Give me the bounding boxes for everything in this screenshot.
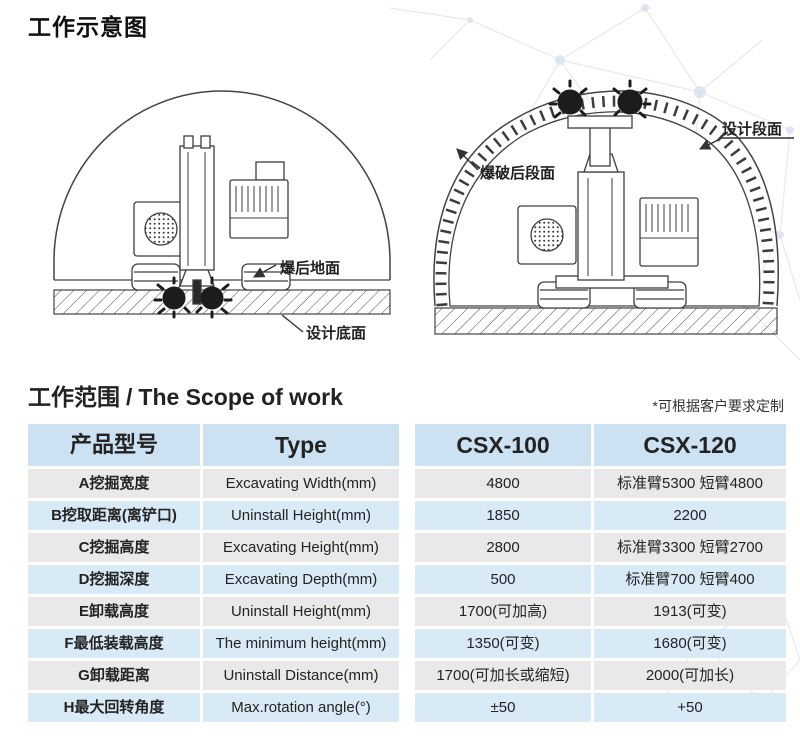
table-cell-csx100: 500 bbox=[415, 565, 591, 594]
vertical-mast bbox=[577, 171, 625, 281]
section-title: 工作范围/The Scope of work bbox=[28, 378, 343, 412]
raised-boom bbox=[589, 125, 611, 167]
table-cell-param-zh: F最低装载高度 bbox=[28, 629, 200, 658]
label-design-bottom: 设计底面 bbox=[306, 324, 366, 342]
table-cell-param-en: Uninstall Distance(mm) bbox=[203, 661, 399, 690]
table-cell-param-zh: G卸载距离 bbox=[28, 661, 200, 690]
table-cell-param-en: The minimum height(mm) bbox=[203, 629, 399, 658]
table-cell-csx100: 1850 bbox=[415, 501, 591, 530]
table-cell-param-zh: B挖取距离(离铲口) bbox=[28, 501, 200, 530]
cooling-fan-icon bbox=[530, 218, 564, 252]
table-cell-param-en: Uninstall Height(mm) bbox=[203, 501, 399, 530]
table-cell-param-zh: H最大回转角度 bbox=[28, 693, 200, 722]
roadheader-machine bbox=[131, 135, 291, 305]
column-gap-spacer bbox=[402, 533, 412, 562]
section-title-en: The Scope of work bbox=[138, 384, 343, 410]
left-crawler-track bbox=[131, 263, 181, 291]
table-cell-param-en: Uninstall Height(mm) bbox=[203, 597, 399, 626]
table-header-row: 产品型号 Type CSX-100 CSX-120 bbox=[28, 424, 786, 466]
table-cell-csx120: 2200 bbox=[594, 501, 786, 530]
design-section-line bbox=[433, 90, 779, 307]
customization-note: *可根据客户要求定制 bbox=[652, 398, 784, 414]
label-section-after-blast: 爆破后段面 bbox=[480, 164, 555, 182]
column-gap-spacer bbox=[402, 501, 412, 530]
column-header-csx120: CSX-120 bbox=[594, 424, 786, 466]
table-cell-csx120: 标准臂3300 短臂2700 bbox=[594, 533, 786, 562]
cutter-boom bbox=[179, 269, 215, 287]
table-cell-param-en: Excavating Height(mm) bbox=[203, 533, 399, 562]
cutter-drums bbox=[153, 276, 233, 319]
table-cell-param-en: Excavating Depth(mm) bbox=[203, 565, 399, 594]
table-cell-param-en: Max.rotation angle(°) bbox=[203, 693, 399, 722]
column-gap-spacer bbox=[402, 565, 412, 594]
table-cell-param-zh: A挖掘宽度 bbox=[28, 469, 200, 498]
cab-box bbox=[255, 161, 285, 181]
left-tunnel-diagram: 爆后地面 设计底面 bbox=[53, 90, 391, 342]
table-cell-param-zh: E卸载高度 bbox=[28, 597, 200, 626]
table-cell-param-zh: C挖掘高度 bbox=[28, 533, 200, 562]
right-tunnel-diagram: 爆破后段面 设计段面 bbox=[433, 79, 794, 335]
engine-housing bbox=[639, 197, 699, 267]
table-cell-csx100: 1700(可加高) bbox=[415, 597, 591, 626]
column-header-product-model: 产品型号 bbox=[28, 424, 200, 466]
cutter-spreader bbox=[567, 115, 633, 129]
cooling-fan-icon bbox=[144, 212, 178, 246]
floor-hatch-band bbox=[434, 307, 778, 335]
vertical-mast bbox=[179, 145, 215, 271]
table-cell-csx100: ±50 bbox=[415, 693, 591, 722]
column-gap-spacer bbox=[402, 424, 412, 466]
engine-housing bbox=[229, 179, 289, 239]
table-cell-csx120: 1680(可变) bbox=[594, 629, 786, 658]
cutter-drums bbox=[548, 79, 652, 119]
column-gap-spacer bbox=[402, 597, 412, 626]
table-cell-param-zh: D挖掘深度 bbox=[28, 565, 200, 594]
tunnel-dome-outline bbox=[53, 90, 391, 280]
table-cell-csx120: +50 bbox=[594, 693, 786, 722]
column-header-type: Type bbox=[203, 424, 399, 466]
label-ground-after-blast: 爆后地面 bbox=[280, 259, 340, 277]
column-gap-spacer bbox=[402, 629, 412, 658]
roadheader-machine bbox=[517, 115, 699, 309]
table-cell-csx120: 1913(可变) bbox=[594, 597, 786, 626]
column-gap-spacer bbox=[402, 693, 412, 722]
table-cell-csx120: 2000(可加长) bbox=[594, 661, 786, 690]
column-header-csx100: CSX-100 bbox=[415, 424, 591, 466]
table-cell-csx100: 4800 bbox=[415, 469, 591, 498]
table-cell-csx100: 2800 bbox=[415, 533, 591, 562]
page-title: 工作示意图 bbox=[28, 14, 148, 40]
table-cell-csx120: 标准臂5300 短臂4800 bbox=[594, 469, 786, 498]
label-design-section: 设计段面 bbox=[722, 120, 782, 138]
table-cell-csx100: 1700(可加长或缩短) bbox=[415, 661, 591, 690]
column-gap-spacer bbox=[402, 469, 412, 498]
table-cell-csx120: 标准臂700 短臂400 bbox=[594, 565, 786, 594]
section-title-divider: / bbox=[126, 384, 133, 410]
table-cell-csx100: 1350(可变) bbox=[415, 629, 591, 658]
column-gap-spacer bbox=[402, 661, 412, 690]
section-title-zh: 工作范围 bbox=[28, 384, 120, 410]
table-cell-param-en: Excavating Width(mm) bbox=[203, 469, 399, 498]
